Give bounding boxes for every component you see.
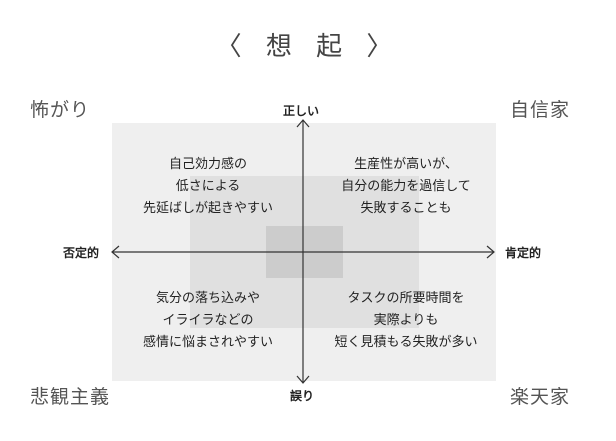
axis-label-left: 否定的 bbox=[63, 246, 100, 260]
quadrant-line: 自分の能力を過信して bbox=[341, 179, 471, 194]
quadrant-top-right-text: 生産性が高いが、 自分の能力を過信して 失敗することも bbox=[311, 154, 501, 220]
axis-label-right: 肯定的 bbox=[505, 246, 542, 260]
quadrant-line: タスクの所要時間を bbox=[347, 291, 465, 306]
diagram-title: 〈 想 起 〉 bbox=[215, 32, 401, 62]
quadrant-line: 生産性が高いが、 bbox=[354, 157, 458, 172]
quadrant-line: 自己効力感の bbox=[168, 157, 247, 172]
quadrant-line: 低さによる bbox=[175, 179, 241, 194]
corner-label-top-right: 自信家 bbox=[510, 99, 571, 121]
quadrant-line: 感情に悩まされやすい bbox=[142, 335, 273, 350]
arrowhead-right bbox=[486, 245, 495, 259]
quadrant-line: イライラなどの bbox=[162, 313, 254, 328]
quadrant-bottom-left-text: 気分の落ち込みや イライラなどの 感情に悩まされやすい bbox=[113, 288, 303, 354]
quadrant-top-left-text: 自己効力感の 低さによる 先延ばしが起きやすい bbox=[113, 154, 303, 220]
quadrant-line: 先延ばしが起きやすい bbox=[142, 201, 273, 216]
axis-label-top: 正しい bbox=[283, 104, 320, 118]
corner-label-bottom-left: 悲観主義 bbox=[30, 386, 111, 408]
axis-label-bottom: 誤り bbox=[290, 389, 315, 403]
quadrant-line: 実際よりも bbox=[373, 313, 439, 328]
arrowhead-down bbox=[296, 375, 310, 384]
arrowhead-up bbox=[296, 119, 310, 128]
quadrant-bottom-right-text: タスクの所要時間を 実際よりも 短く見積もる失敗が多い bbox=[311, 288, 501, 354]
arrowhead-left bbox=[111, 245, 120, 259]
quadrant-line: 短く見積もる失敗が多い bbox=[334, 335, 478, 350]
quadrant-line: 失敗することも bbox=[360, 201, 452, 216]
quadrant-line: 気分の落ち込みや bbox=[155, 291, 260, 306]
corner-label-bottom-right: 楽天家 bbox=[510, 386, 571, 408]
corner-label-top-left: 怖がり bbox=[30, 99, 91, 121]
